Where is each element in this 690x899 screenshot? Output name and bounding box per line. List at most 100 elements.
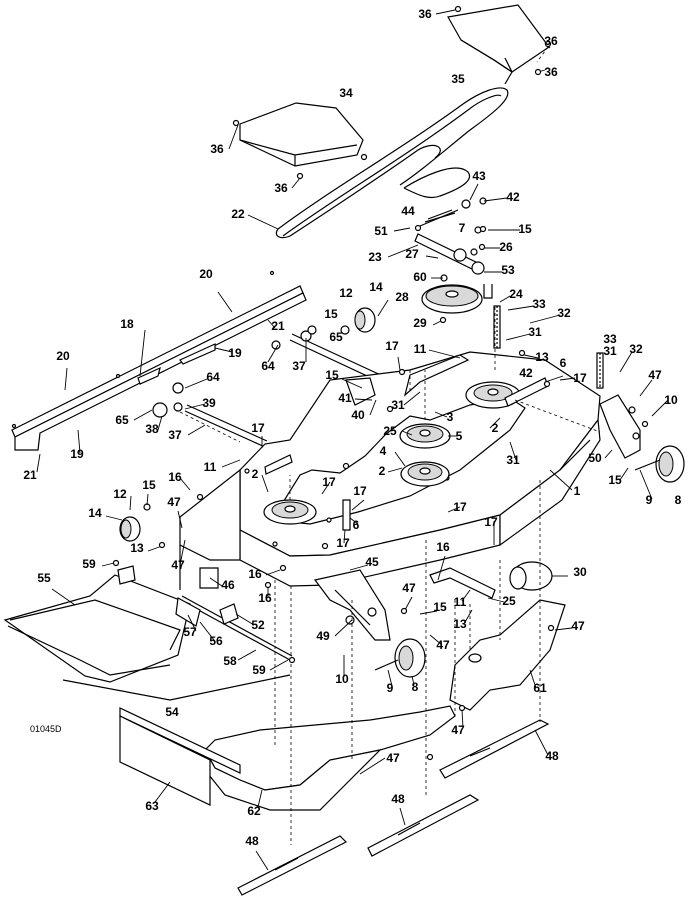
callout-49: 49 xyxy=(316,629,330,643)
callout-8: 8 xyxy=(412,680,419,694)
callout-32: 32 xyxy=(629,342,643,356)
callout-15: 15 xyxy=(518,222,532,236)
callout-48: 48 xyxy=(545,749,559,763)
callout-42: 42 xyxy=(519,366,533,380)
callout-61: 61 xyxy=(533,681,547,695)
callout-16: 16 xyxy=(258,591,272,605)
callout-23: 23 xyxy=(368,250,382,264)
callout-29: 29 xyxy=(413,316,427,330)
callout-47: 47 xyxy=(167,495,181,509)
callout-17: 17 xyxy=(336,536,350,550)
callout-17: 17 xyxy=(573,371,587,385)
callout-36: 36 xyxy=(544,34,558,48)
callout-65: 65 xyxy=(329,330,343,344)
callout-31: 31 xyxy=(603,344,617,358)
deck-roller xyxy=(509,561,553,591)
front-lift-rod xyxy=(152,325,399,448)
callout-62: 62 xyxy=(247,804,261,818)
group-bracket-54 xyxy=(62,674,291,701)
blade-right xyxy=(439,719,550,779)
callout-35: 35 xyxy=(451,72,465,86)
figure-code: 01045D xyxy=(30,724,62,734)
callout-6: 6 xyxy=(353,518,360,532)
callout-15: 15 xyxy=(325,368,339,382)
idler-arm-assembly xyxy=(414,197,493,299)
callout-21: 21 xyxy=(271,319,285,333)
callout-6: 6 xyxy=(560,356,567,370)
callout-30: 30 xyxy=(573,565,587,579)
callout-17: 17 xyxy=(453,500,467,514)
callout-11: 11 xyxy=(204,460,217,474)
callout-7: 7 xyxy=(459,221,466,235)
callout-17: 17 xyxy=(385,339,399,353)
callout-2: 2 xyxy=(252,467,259,481)
callout-36: 36 xyxy=(274,181,288,195)
callout-9: 9 xyxy=(387,681,394,695)
callout-59: 59 xyxy=(82,557,96,571)
callout-58: 58 xyxy=(223,654,237,668)
callout-44: 44 xyxy=(401,204,415,218)
callout-10: 10 xyxy=(335,672,349,686)
callout-17: 17 xyxy=(251,421,265,435)
rear-lift-arm xyxy=(429,567,496,599)
callout-3: 3 xyxy=(447,410,454,424)
callout-19: 19 xyxy=(70,447,84,461)
assembly-lines xyxy=(179,306,601,845)
callout-31: 31 xyxy=(391,398,405,412)
belt-shield-right xyxy=(447,4,550,85)
right-caster-wheel xyxy=(634,445,685,483)
callout-33: 33 xyxy=(603,332,617,346)
callout-12: 12 xyxy=(113,487,127,501)
callout-36: 36 xyxy=(210,142,224,156)
callout-13: 13 xyxy=(453,617,467,631)
callout-24: 24 xyxy=(509,287,523,301)
callout-41: 41 xyxy=(338,391,352,405)
callout-38: 38 xyxy=(145,422,159,436)
spindle-pulley-center-upper xyxy=(399,423,451,449)
callout-16: 16 xyxy=(436,540,450,554)
callout-4: 4 xyxy=(380,444,387,458)
callout-53: 53 xyxy=(501,263,515,277)
callout-31: 31 xyxy=(506,453,520,467)
callout-59: 59 xyxy=(252,663,266,677)
callout-43: 43 xyxy=(472,169,486,183)
callout-17: 17 xyxy=(353,484,367,498)
callout-18: 18 xyxy=(120,317,134,331)
belt-shield-left xyxy=(239,102,364,167)
callout-47: 47 xyxy=(571,619,585,633)
callout-19: 19 xyxy=(228,346,242,360)
callout-14: 14 xyxy=(88,506,102,520)
callout-47: 47 xyxy=(171,558,185,572)
callout-15: 15 xyxy=(142,478,156,492)
callout-15: 15 xyxy=(324,307,338,321)
callout-56: 56 xyxy=(209,634,223,648)
callout-10: 10 xyxy=(664,393,678,407)
adjustment-chain xyxy=(493,305,604,389)
callout-46: 46 xyxy=(221,578,235,592)
callout-39: 39 xyxy=(202,396,216,410)
callout-50: 50 xyxy=(588,451,602,465)
callout-47: 47 xyxy=(451,723,465,737)
callout-57: 57 xyxy=(183,625,197,639)
callout-20: 20 xyxy=(56,349,70,363)
callout-37: 37 xyxy=(292,359,306,373)
callout-60: 60 xyxy=(413,270,427,284)
anti-scalp-roller-upper xyxy=(340,307,376,335)
spindle-pulley-left xyxy=(263,499,317,525)
callout-20: 20 xyxy=(199,267,213,281)
belt-guide-brackets xyxy=(342,354,549,531)
rear-baffle xyxy=(449,599,566,711)
callout-47: 47 xyxy=(386,751,400,765)
callout-47: 47 xyxy=(648,368,662,382)
callout-14: 14 xyxy=(369,280,383,294)
callout-65: 65 xyxy=(115,413,129,427)
callout-63: 63 xyxy=(145,799,159,813)
callout-11: 11 xyxy=(414,342,427,356)
callout-52: 52 xyxy=(251,618,265,632)
callout-31: 31 xyxy=(528,325,542,339)
deck-side-apron xyxy=(179,454,293,590)
hardware-bolts xyxy=(112,5,649,761)
callout-25: 25 xyxy=(383,424,397,438)
callout-2: 2 xyxy=(492,421,499,435)
